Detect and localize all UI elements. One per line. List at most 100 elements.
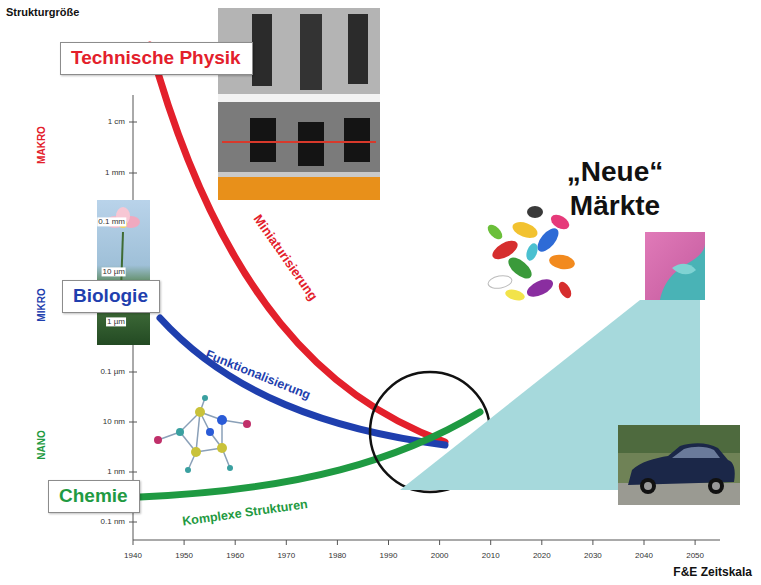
car-photo: [618, 425, 740, 505]
pills-photo: [524, 242, 540, 262]
sem-photo: [252, 14, 272, 86]
molecule-picture: [206, 428, 214, 436]
tick-label: 2000: [431, 551, 449, 560]
car-photo: [672, 447, 720, 458]
pills-photo: [487, 274, 513, 290]
cell-photo: [660, 244, 705, 300]
pills-photo: [527, 206, 543, 218]
discipline-box: Biologie: [62, 280, 160, 313]
axis: [129, 472, 137, 473]
car-photo: [640, 478, 656, 494]
tick-label: 1960: [226, 551, 244, 560]
pills-photo: [556, 280, 574, 301]
cell-photo: [672, 264, 696, 275]
axis: [286, 540, 287, 545]
axis: [129, 372, 137, 373]
molecule-picture: [195, 407, 205, 417]
axis: [490, 540, 491, 545]
tick-label: 1 µm: [106, 317, 126, 326]
molecule-picture: [217, 415, 227, 425]
pills-photo: [504, 288, 526, 303]
axis: [133, 540, 134, 545]
car-photo: [708, 478, 724, 494]
tick-label: 1970: [277, 551, 295, 560]
discipline-box: Technische Physik: [60, 42, 253, 75]
axis: [129, 522, 137, 523]
tick-label: 1990: [380, 551, 398, 560]
sem-photo: [218, 176, 380, 200]
tick-label: 1 nm: [106, 467, 126, 476]
axis: [695, 540, 696, 545]
tick-label: 2010: [482, 551, 500, 560]
molecule-picture: [196, 412, 200, 452]
axis: [133, 540, 720, 541]
sem-photo: [300, 14, 322, 90]
pills-photo: [510, 219, 539, 241]
axis: [184, 540, 185, 545]
axis-title: Strukturgröße: [6, 6, 79, 19]
pills-photo: [524, 276, 555, 301]
sem-photo: [218, 172, 380, 177]
curve-label: Komplexe Strukturen: [181, 497, 308, 529]
box-title: Chemie: [59, 485, 129, 508]
cell-photo: [645, 232, 705, 300]
sem-photo: [250, 118, 276, 162]
sem-photo: [222, 141, 376, 143]
tick-label: 10 nm: [102, 417, 126, 426]
tick-label: 1980: [328, 551, 346, 560]
sem-photo: [218, 94, 380, 102]
tick-label: 0.1 mm: [97, 217, 126, 226]
tick-label: 0.1 µm: [99, 367, 126, 376]
trend-curve: [160, 318, 445, 445]
axis: [439, 540, 440, 545]
lotus-photo: [97, 200, 150, 345]
cell-photo: [645, 232, 705, 300]
pills-photo: [485, 222, 505, 242]
molecule-picture: [217, 443, 227, 453]
axis: [129, 122, 137, 123]
molecule-picture: [154, 395, 251, 473]
box-title: Technische Physik: [71, 47, 242, 70]
discipline-box: Chemie: [48, 480, 140, 513]
molecule-picture: [191, 447, 201, 457]
axis: [337, 540, 338, 545]
sem-photo: [344, 118, 370, 162]
tick-label: 1940: [124, 551, 142, 560]
axis: [129, 422, 137, 423]
molecule-picture: [227, 465, 233, 471]
tick-label: 2050: [686, 551, 704, 560]
region-title: „Neue“ Märkte: [545, 155, 685, 222]
car-photo: [618, 425, 740, 505]
molecule-picture: [185, 467, 191, 473]
pills-photo: [548, 212, 571, 232]
sem-photo: [218, 102, 380, 176]
tick-label: 2030: [584, 551, 602, 560]
axis: [644, 540, 645, 545]
sem-photo: [348, 14, 368, 84]
trend-curve: [150, 45, 445, 442]
tick-label: 1 cm: [107, 117, 126, 126]
trend-curve: [140, 45, 480, 497]
tick-label: 1950: [175, 551, 193, 560]
pills-photo: [485, 206, 576, 302]
molecule-picture: [158, 398, 247, 470]
axis: [541, 540, 542, 545]
tick-label: 10 µm: [102, 267, 126, 276]
pills-photo: [548, 253, 576, 271]
sem-photo: [298, 122, 324, 166]
molecule-picture: [202, 395, 208, 401]
molecule-picture: [154, 436, 162, 444]
axis: [592, 540, 593, 545]
curve-label: Miniaturisierung: [250, 212, 320, 303]
axis: [388, 540, 389, 545]
tick-label: 2040: [635, 551, 653, 560]
molecule-picture: [176, 428, 184, 436]
tick-label: 2020: [533, 551, 551, 560]
sem-photo: [218, 8, 380, 200]
axis: [235, 540, 236, 545]
tick-label: 0.1 nm: [100, 517, 126, 526]
car-photo: [712, 482, 720, 490]
molecule-picture: [243, 420, 251, 428]
tick-label: 1 mm: [104, 168, 126, 177]
